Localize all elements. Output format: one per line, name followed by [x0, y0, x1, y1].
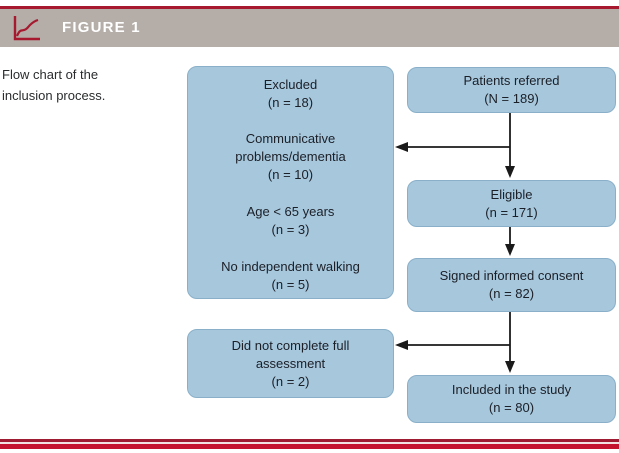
excluded-box: Excluded (n = 18) Communicative problems… — [187, 66, 394, 299]
excluded-count: (n = 18) — [267, 95, 314, 110]
arrowhead-down-icon — [505, 166, 515, 178]
included-box: Included in the study (n = 80) — [407, 375, 616, 423]
bottom-rule-bright — [0, 444, 619, 449]
arrowhead-left-icon — [395, 340, 408, 350]
figure-caption: Flow chart of the inclusion process. — [2, 64, 152, 106]
step-count: (n = 80) — [488, 400, 535, 415]
figure-header-bar — [0, 9, 619, 47]
dropout-box: Did not complete full assessment (n = 2) — [187, 329, 394, 398]
step-count: (n = 82) — [488, 286, 535, 301]
dropout-label: Did not complete full assessment — [231, 337, 350, 371]
arrowhead-down-icon — [505, 244, 515, 256]
reason-label: No independent walking — [221, 259, 360, 274]
reason-label: Age < 65 years — [246, 204, 335, 219]
step-label: Included in the study — [451, 382, 572, 397]
eligible-box: Eligible (n = 171) — [407, 180, 616, 227]
excluded-title-group: Excluded (n = 18) — [188, 76, 393, 112]
step-label: Patients referred — [463, 73, 560, 88]
exclusion-reason: Age < 65 years (n = 3) — [188, 203, 393, 239]
step-count: (N = 189) — [484, 91, 539, 106]
excluded-title: Excluded — [263, 77, 318, 92]
figure-label: FIGURE 1 — [62, 19, 141, 36]
step-count: (n = 171) — [485, 204, 538, 220]
reason-count: (n = 10) — [267, 167, 314, 182]
dropout-count: (n = 2) — [271, 373, 310, 389]
bottom-rule-gap — [0, 442, 619, 444]
exclusion-reason: No independent walking (n = 5) — [188, 258, 393, 294]
reason-label: Communicative problems/dementia — [235, 131, 346, 164]
top-rule — [0, 6, 619, 9]
reason-count: (n = 5) — [271, 277, 310, 292]
bottom-rule-dark — [0, 439, 619, 442]
line-chart-icon — [13, 16, 40, 41]
step-label: Eligible — [490, 186, 533, 202]
caption-line-2: inclusion process. — [2, 88, 106, 103]
step-label: Signed informed consent — [439, 268, 584, 283]
patients-referred-box: Patients referred (N = 189) — [407, 67, 616, 113]
arrowhead-down-icon — [505, 361, 515, 373]
exclusion-reason: Communicative problems/dementia (n = 10) — [188, 130, 393, 184]
reason-count: (n = 3) — [271, 222, 310, 237]
signed-consent-box: Signed informed consent (n = 82) — [407, 258, 616, 312]
arrowhead-left-icon — [395, 142, 408, 152]
caption-line-1: Flow chart of the — [2, 67, 99, 82]
